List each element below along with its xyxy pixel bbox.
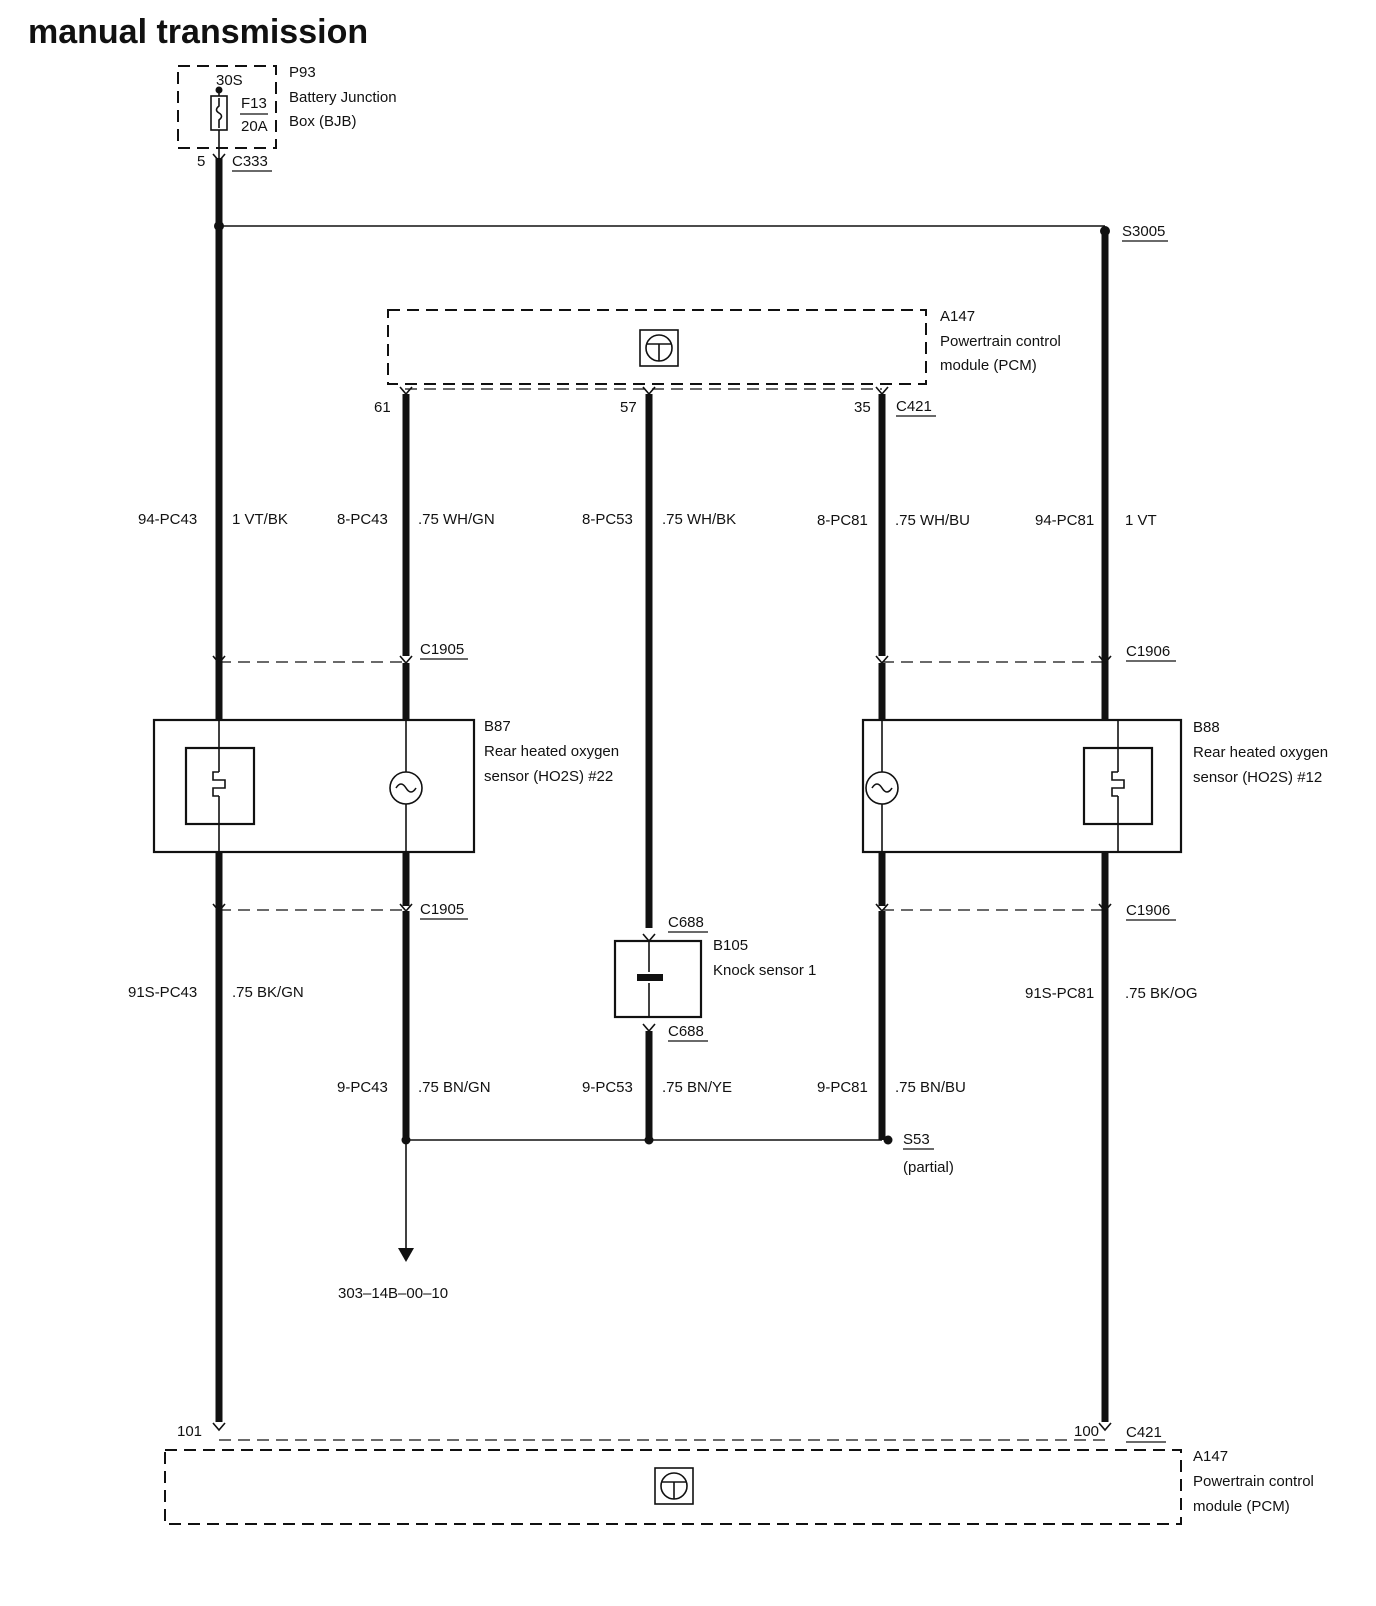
connector-c688-top: C688 xyxy=(668,914,704,931)
knock-sensor-b105: C688 B105 Knock sensor 1 C688 xyxy=(613,914,816,1140)
spec-94-pc43: 1 VT/BK xyxy=(232,511,288,528)
sensor-b87: C1905 B87 Rear heated oxygen sensor (HO2… xyxy=(152,641,619,920)
pcm-bottom: 101 100 C421 A147 Powertrain control mod… xyxy=(164,1422,1314,1525)
connector-arrow-icon xyxy=(399,386,413,396)
spec-8-pc81: .75 WH/BU xyxy=(895,512,970,529)
pcm-pin-100: 100 xyxy=(1074,1423,1099,1440)
circuit-91s-pc43: 91S-PC43 xyxy=(128,984,197,1001)
circuit-9-pc81: 9-PC81 xyxy=(817,1079,868,1096)
circuit-8-pc81: 8-PC81 xyxy=(817,512,868,529)
splice-s53-label: S53 xyxy=(903,1131,930,1148)
pcm-bottom-id: A147 xyxy=(1193,1448,1228,1465)
circuit-94-pc43: 94-PC43 xyxy=(138,511,197,528)
pcm-bottom-module-icon xyxy=(654,1467,694,1505)
sensor-b87-name-line2: sensor (HO2S) #22 xyxy=(484,768,613,785)
connector-c1906-bottom: C1906 xyxy=(1126,902,1170,919)
connector-arrow-icon xyxy=(642,386,656,396)
pcm-top-name-line2: module (PCM) xyxy=(940,357,1037,374)
pcm-bottom-name-line1: Powertrain control xyxy=(1193,1473,1314,1490)
fuse-terminal-label: 30S xyxy=(216,72,243,89)
connector-arrow-icon xyxy=(1098,1422,1112,1432)
fuse-rating: 20A xyxy=(241,118,268,135)
splice-dot-s3005 xyxy=(1100,226,1110,236)
splice-s3005-label: S3005 xyxy=(1122,223,1165,240)
heater-element-icon xyxy=(184,746,256,826)
bjb-pin-5: 5 xyxy=(197,153,205,170)
circuit-9-pc43: 9-PC43 xyxy=(337,1079,388,1096)
bjb-id: P93 xyxy=(289,64,316,81)
splice-dot-left xyxy=(214,221,224,231)
connector-c1905-top: C1905 xyxy=(420,641,464,658)
spec-9-pc43: .75 BN/GN xyxy=(418,1079,491,1096)
spec-91s-pc43: .75 BK/GN xyxy=(232,984,304,1001)
splice-s53: S53 (partial) 303–14B–00–10 xyxy=(338,1131,954,1302)
pcm-bottom-outline xyxy=(164,1449,1182,1525)
connector-c421-top: C421 xyxy=(896,398,932,415)
splice-s53-note: (partial) xyxy=(903,1159,954,1176)
bjb-outline xyxy=(177,65,277,149)
connector-c1906-top: C1906 xyxy=(1126,643,1170,660)
spec-91s-pc81: .75 BK/OG xyxy=(1125,985,1198,1002)
pcm-top: A147 Powertrain control module (PCM) 61 … xyxy=(374,308,1061,417)
connector-c421-bottom: C421 xyxy=(1126,1424,1162,1441)
circuit-8-pc43: 8-PC43 xyxy=(337,511,388,528)
connector-c333: C333 xyxy=(232,153,268,170)
pcm-pin-61: 61 xyxy=(374,399,391,416)
sensor-b87-id: B87 xyxy=(484,718,511,735)
sensor-b88: C1906 B88 Rear heated oxygen sensor (HO2… xyxy=(861,643,1328,921)
circuit-94-pc81: 94-PC81 xyxy=(1035,512,1094,529)
spec-9-pc53: .75 BN/YE xyxy=(662,1079,732,1096)
sensor-b88-id: B88 xyxy=(1193,719,1220,736)
pcm-pin-101: 101 xyxy=(177,1423,202,1440)
pcm-top-name-line1: Powertrain control xyxy=(940,333,1061,350)
sensor-b88-name-line2: sensor (HO2S) #12 xyxy=(1193,769,1322,786)
fuse-number: F13 xyxy=(241,95,267,112)
circuit-9-pc53: 9-PC53 xyxy=(582,1079,633,1096)
pcm-pin-57: 57 xyxy=(620,399,637,416)
connector-arrow-icon xyxy=(1098,903,1112,913)
connector-c688-bottom: C688 xyxy=(668,1023,704,1040)
knock-sensor-id: B105 xyxy=(713,937,748,954)
pcm-pin-35: 35 xyxy=(854,399,871,416)
pcm-top-module-icon xyxy=(639,329,679,367)
knock-sensor-name: Knock sensor 1 xyxy=(713,962,816,979)
splice-dot xyxy=(883,1135,893,1145)
splice-dot xyxy=(644,1135,654,1145)
connector-arrow-icon xyxy=(642,1023,656,1033)
spec-8-pc43: .75 WH/GN xyxy=(418,511,495,528)
connector-arrow-icon xyxy=(875,386,889,396)
spec-8-pc53: .75 WH/BK xyxy=(662,511,736,528)
sensor-b87-name-line1: Rear heated oxygen xyxy=(484,743,619,760)
arrow-down-icon xyxy=(398,1248,414,1262)
sensor-b88-name-line1: Rear heated oxygen xyxy=(1193,744,1328,761)
pcm-top-outline xyxy=(387,309,927,385)
battery-junction-box: P93 Battery Junction Box (BJB) 30S F13 2… xyxy=(177,64,397,172)
fuse-element-icon xyxy=(215,98,223,128)
bjb-name-line1: Battery Junction xyxy=(289,89,397,106)
spec-9-pc81: .75 BN/BU xyxy=(895,1079,966,1096)
connector-c1905-bottom: C1905 xyxy=(420,901,464,918)
connector-arrow-icon xyxy=(212,903,226,913)
diagram-title: manual transmission xyxy=(28,13,368,51)
spec-94-pc81: 1 VT xyxy=(1125,512,1157,529)
bjb-name-line2: Box (BJB) xyxy=(289,113,357,130)
circuit-91s-pc81: 91S-PC81 xyxy=(1025,985,1094,1002)
circuit-8-pc53: 8-PC53 xyxy=(582,511,633,528)
pcm-bottom-name-line2: module (PCM) xyxy=(1193,1498,1290,1515)
connector-arrow-icon xyxy=(1098,655,1112,665)
connector-arrow-icon xyxy=(212,1422,226,1432)
pcm-top-id: A147 xyxy=(940,308,975,325)
reference-page: 303–14B–00–10 xyxy=(338,1285,448,1302)
knock-sensor-element-icon xyxy=(637,974,663,981)
